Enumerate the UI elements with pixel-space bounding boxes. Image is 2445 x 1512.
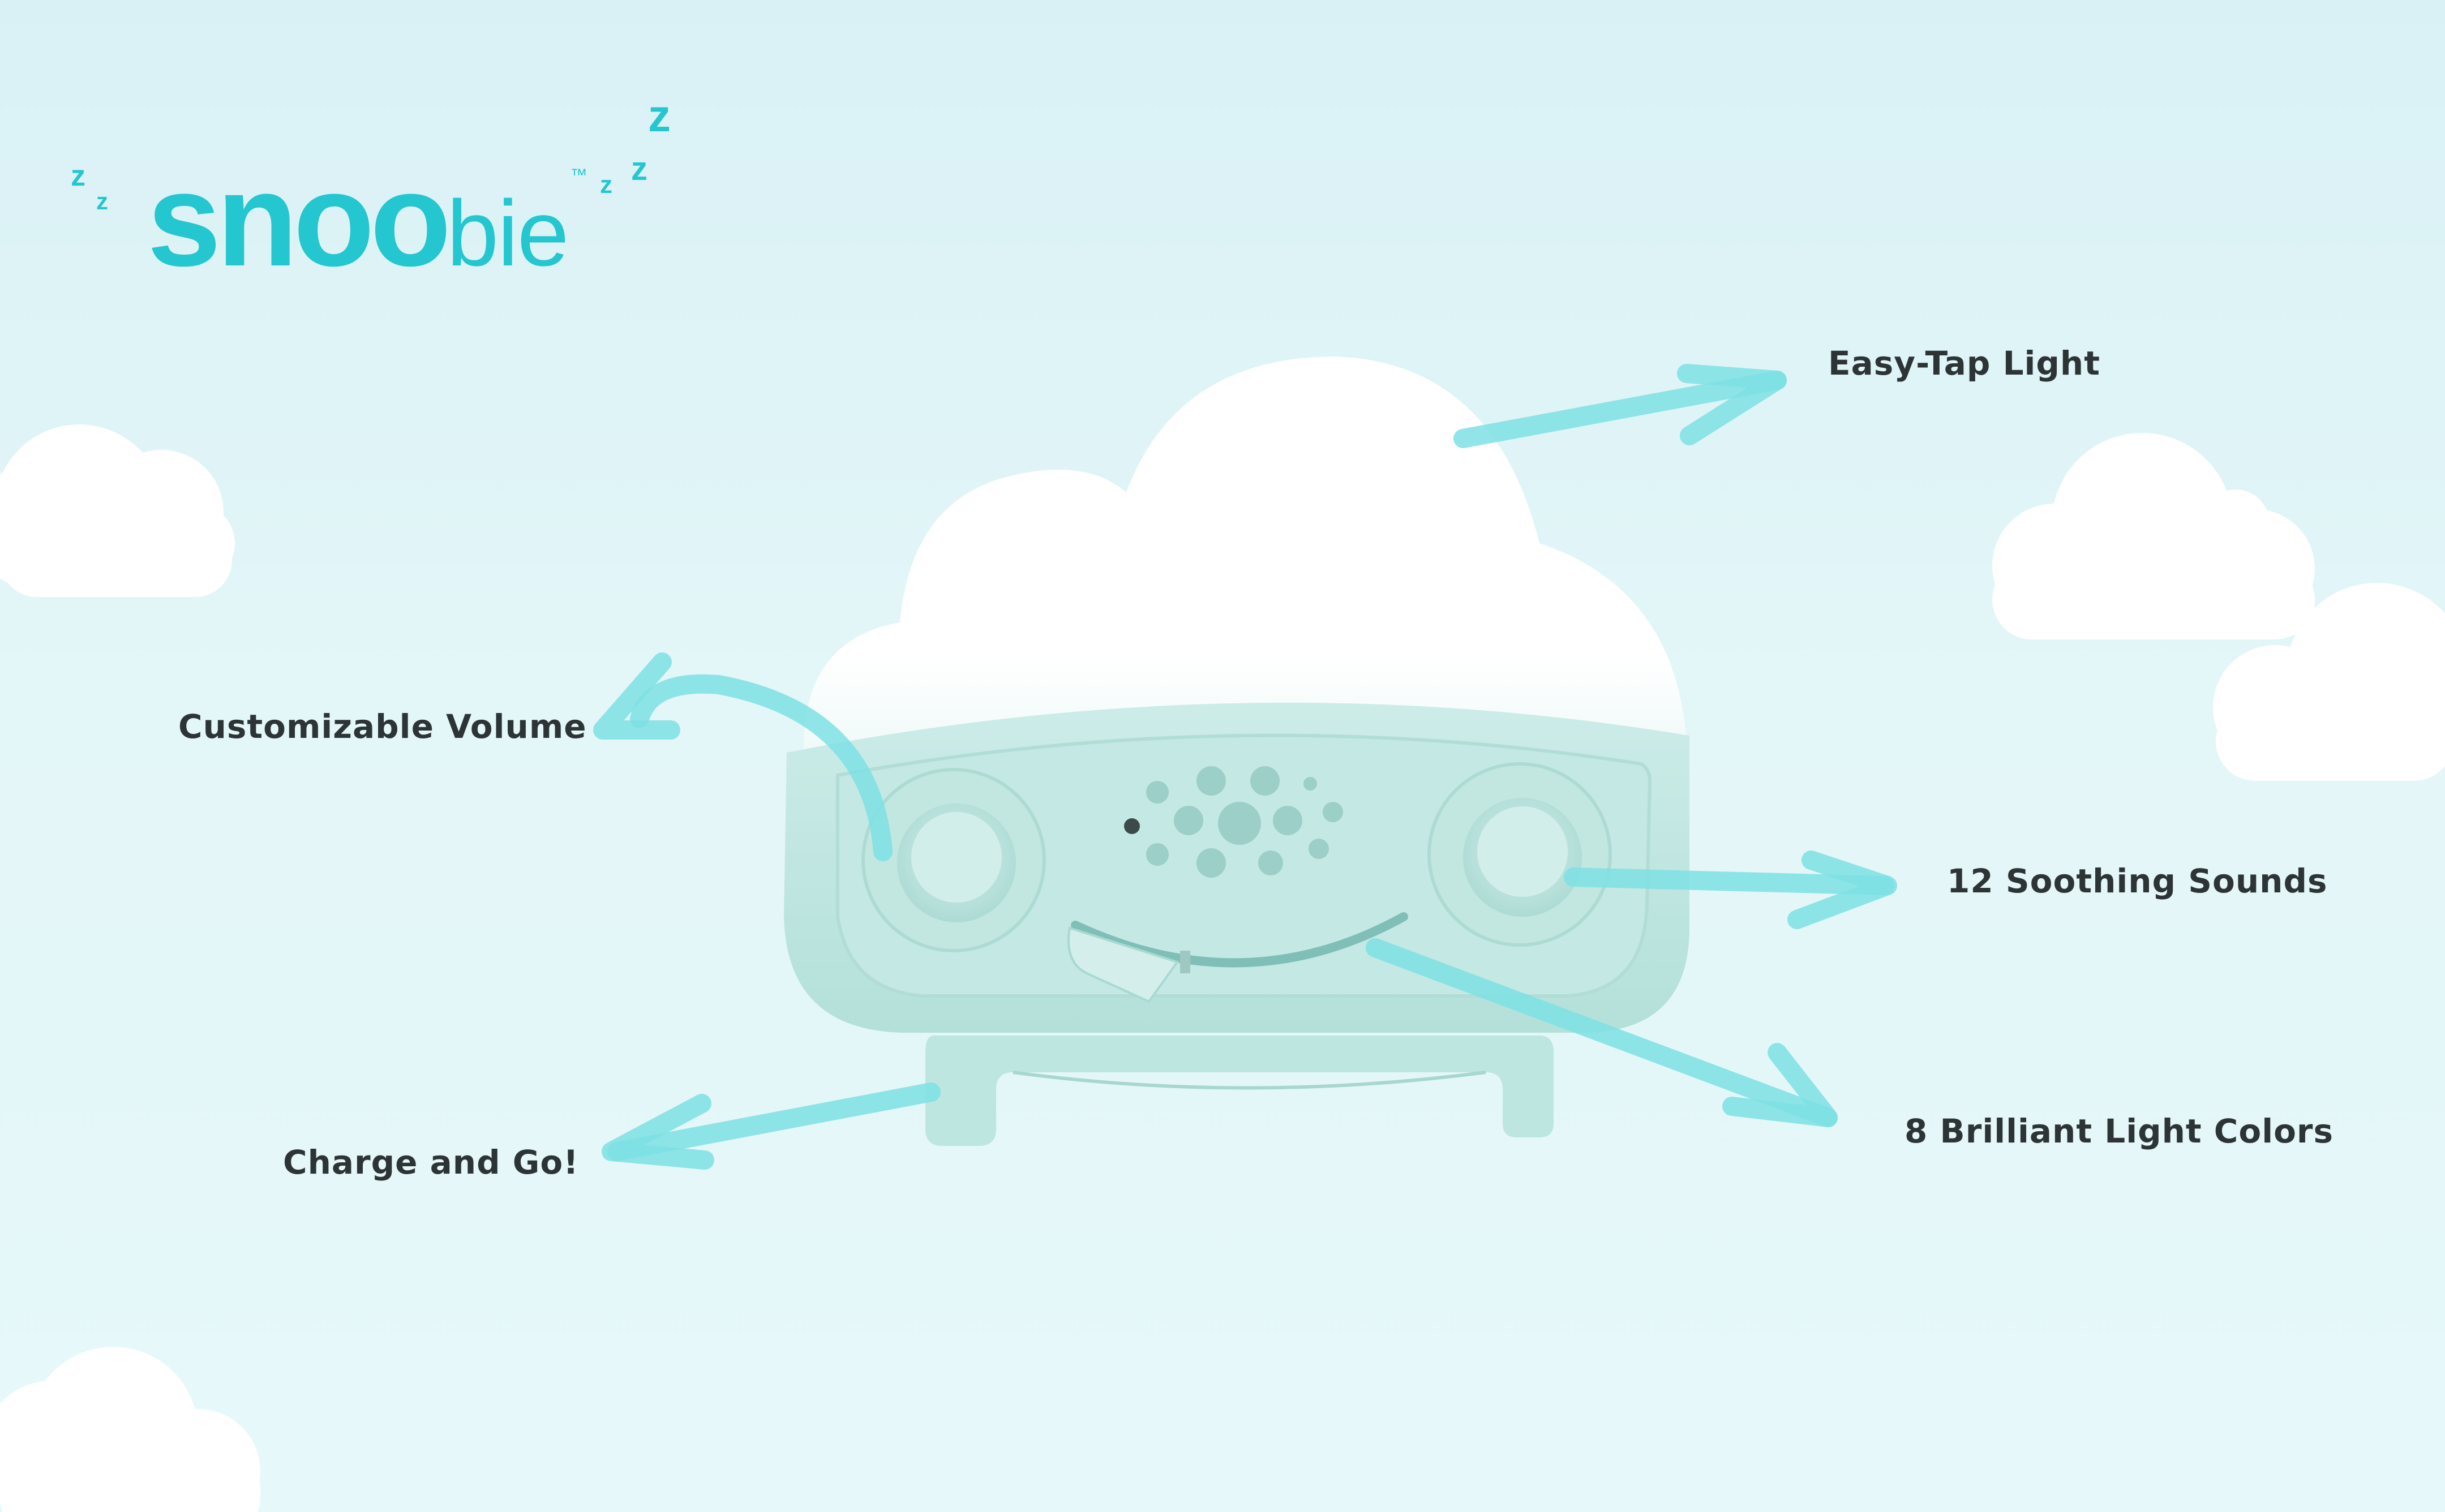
feature-label-8-brilliant-light-colors: 8 Brilliant Light Colors <box>1904 1112 2334 1150</box>
feature-label-12-soothing-sounds: 12 Soothing Sounds <box>1947 862 2328 900</box>
feature-label-charge-and-go: Charge and Go! <box>283 1143 579 1182</box>
volume-knob <box>861 768 1046 952</box>
light-color-slider <box>1067 912 1408 1003</box>
sound-knob <box>1427 762 1612 947</box>
arrow-charge-and-go-head <box>602 1094 714 1170</box>
arrow-8-brilliant-light-colors <box>1366 938 1838 1127</box>
zzz-icon: z <box>96 188 108 214</box>
device-stand <box>925 1036 1554 1146</box>
arrow-12-soothing-sounds <box>1564 867 1894 895</box>
arrow-customizable-volume <box>630 674 893 861</box>
arrow-8-brilliant-light-colors-head <box>1722 1043 1838 1127</box>
arrow-charge-and-go <box>607 1083 941 1161</box>
background-cloud-right-lower <box>2213 583 2445 781</box>
feature-label-easy-tap-light: Easy-Tap Light <box>1828 344 2100 383</box>
speaker-grille <box>1124 766 1343 878</box>
zzz-icon: z <box>600 171 612 199</box>
background-cloud-right-upper <box>1992 433 2315 639</box>
arrow-icon <box>593 364 1897 1170</box>
logo-wordmark-bold: snoo <box>147 145 451 294</box>
cloud-lamp <box>798 356 1687 758</box>
background-cloud-left <box>0 424 235 597</box>
logo-wordmark-light: bie <box>447 181 569 285</box>
arrow-12-soothing-sounds-head <box>1787 850 1897 929</box>
arrow-easy-tap-light-head <box>1677 364 1787 445</box>
logo-trademark: ™ <box>570 166 587 184</box>
arrow-customizable-volume-head <box>593 652 680 740</box>
feature-label-customizable-volume: Customizable Volume <box>178 707 587 746</box>
zzz-icon: z <box>631 151 647 187</box>
arrow-easy-tap-light <box>1453 371 1787 448</box>
background-cloud-bottom-left <box>0 1347 260 1512</box>
zzz-icon: z <box>71 160 85 192</box>
snoobie-logo: snoobie™ <box>147 153 587 286</box>
zzz-icon: z <box>648 91 671 141</box>
